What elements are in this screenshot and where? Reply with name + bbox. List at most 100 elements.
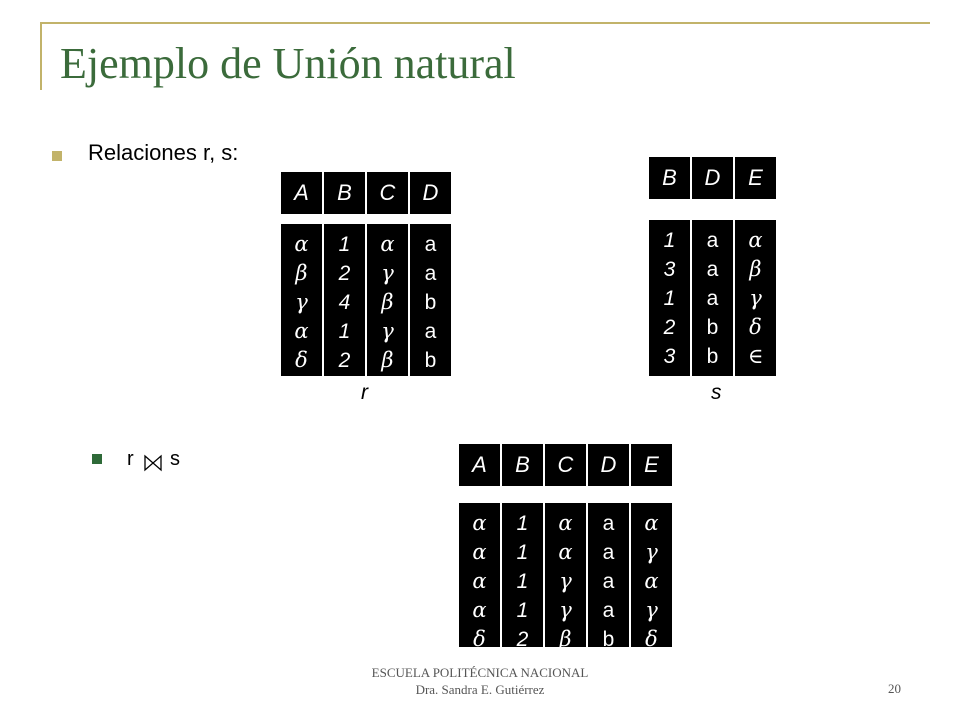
table-cell: 1 bbox=[516, 570, 529, 593]
table-cell: b bbox=[424, 349, 437, 372]
table-cell: α bbox=[294, 232, 309, 256]
column-header: A bbox=[280, 172, 323, 214]
table-column: 1 2 4 1 2 bbox=[323, 224, 366, 376]
table-cell: α bbox=[644, 511, 659, 535]
table-cell: δ bbox=[295, 348, 308, 372]
table-cell: 1 bbox=[663, 287, 676, 310]
relation-r-label: r bbox=[361, 381, 368, 404]
table-cell: 1 bbox=[516, 541, 529, 564]
column-header: B bbox=[501, 444, 544, 486]
table-cell: α bbox=[472, 511, 487, 535]
join-left-operand: r bbox=[127, 448, 134, 470]
table-cell: a bbox=[424, 233, 437, 256]
table-cell: α bbox=[294, 319, 309, 343]
table-cell: 2 bbox=[516, 628, 529, 651]
table-cell: b bbox=[424, 291, 437, 314]
table-cell: α bbox=[644, 569, 659, 593]
table-cell: γ bbox=[559, 569, 572, 593]
table-cell: α bbox=[472, 598, 487, 622]
table-cell: a bbox=[706, 229, 719, 252]
column-header: C bbox=[366, 172, 409, 214]
column-header: D bbox=[587, 444, 630, 486]
table-cell: δ bbox=[645, 627, 658, 651]
table-cell: 1 bbox=[338, 320, 351, 343]
slide-title: Ejemplo de Unión natural bbox=[60, 39, 516, 88]
table-cell: b bbox=[602, 628, 615, 651]
column-header: E bbox=[734, 157, 777, 199]
table-cell: β bbox=[295, 261, 308, 285]
table-cell: 2 bbox=[338, 349, 351, 372]
table-cell: β bbox=[559, 627, 572, 651]
table-cell: 4 bbox=[338, 291, 351, 314]
table-cell: γ bbox=[295, 290, 308, 314]
table-cell: γ bbox=[559, 598, 572, 622]
table-cell: δ bbox=[749, 315, 762, 339]
table-cell: 1 bbox=[516, 512, 529, 535]
table-cell: a bbox=[706, 258, 719, 281]
column-header: D bbox=[691, 157, 734, 199]
footer: ESCUELA POLITÉCNICA NACIONAL Dra. Sandra… bbox=[0, 664, 960, 698]
table-cell: ∈ bbox=[747, 344, 764, 368]
table-cell: δ bbox=[473, 627, 486, 651]
table-column: 1 1 1 1 2 bbox=[501, 503, 544, 651]
bullet-square-icon bbox=[52, 151, 62, 161]
table-cell: α bbox=[748, 228, 763, 252]
bullet-square-icon bbox=[92, 454, 102, 464]
column-header: B bbox=[648, 157, 691, 199]
table-cell: a bbox=[602, 512, 615, 535]
page-number: 20 bbox=[888, 681, 901, 696]
table-cell: γ bbox=[645, 598, 658, 622]
column-header: C bbox=[544, 444, 587, 486]
table-cell: a bbox=[602, 599, 615, 622]
table-cell: 2 bbox=[663, 316, 676, 339]
table-cell: α bbox=[558, 540, 573, 564]
table-cell: β bbox=[749, 257, 762, 281]
table-cell: α bbox=[472, 569, 487, 593]
table-cell: α bbox=[472, 540, 487, 564]
table-cell: γ bbox=[381, 261, 394, 285]
footer-author: Dra. Sandra E. Gutiérrez bbox=[415, 682, 545, 697]
table-cell: α bbox=[380, 232, 395, 256]
table-cell: a bbox=[706, 287, 719, 310]
table-cell: b bbox=[706, 345, 719, 368]
footer-institution: ESCUELA POLITÉCNICA NACIONAL bbox=[371, 665, 589, 680]
table-cell: 2 bbox=[338, 262, 351, 285]
table-cell: γ bbox=[645, 540, 658, 564]
table-cell: a bbox=[424, 320, 437, 343]
table-cell: 3 bbox=[663, 345, 676, 368]
relation-s-label: s bbox=[711, 381, 722, 404]
table-column: 1 3 1 2 3 bbox=[648, 220, 691, 376]
table-cell: a bbox=[602, 541, 615, 564]
table-cell: α bbox=[558, 511, 573, 535]
natural-join-icon bbox=[144, 454, 162, 472]
left-rule bbox=[40, 22, 42, 90]
column-header: A bbox=[458, 444, 501, 486]
table-cell: a bbox=[602, 570, 615, 593]
table-cell: a bbox=[424, 262, 437, 285]
table-cell: 1 bbox=[663, 229, 676, 252]
table-cell: β bbox=[381, 290, 394, 314]
bullet-relations-text: Relaciones r, s: bbox=[88, 140, 239, 165]
table-cell: 1 bbox=[338, 233, 351, 256]
join-right-operand: s bbox=[170, 448, 180, 470]
table-cell: γ bbox=[381, 319, 394, 343]
table-cell: 3 bbox=[663, 258, 676, 281]
column-header: E bbox=[630, 444, 673, 486]
table-cell: 1 bbox=[516, 599, 529, 622]
top-rule bbox=[40, 22, 930, 24]
